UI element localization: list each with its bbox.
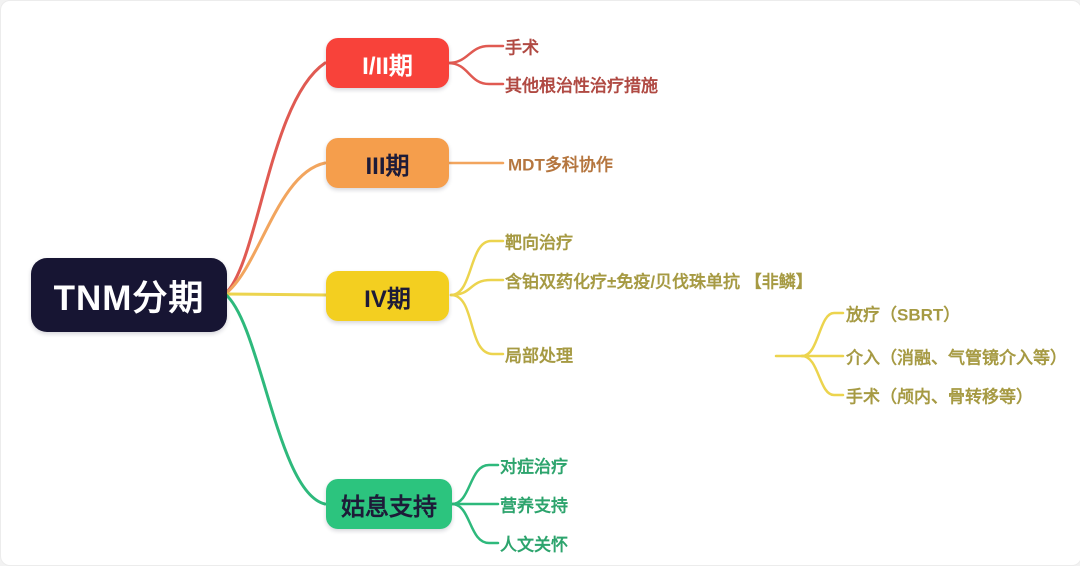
branch-node-palliative-support: 姑息支持	[326, 479, 452, 529]
edge-root-to-stage4	[223, 292, 329, 297]
leaf-local-treatment: 局部处理	[505, 346, 573, 366]
edge-stage12-to-surgery	[446, 44, 505, 65]
edge-stage4-to-local	[449, 293, 505, 356]
leaf-surgery-metastasis: 手术（颅内、骨转移等）	[846, 387, 1033, 407]
branch-node-stage-4: IV期	[326, 271, 449, 321]
edge-palliative-to-symptomatic	[450, 463, 500, 506]
edge-local-to-radiotherapy	[800, 311, 845, 358]
leaf-humanistic-care: 人文关怀	[500, 535, 568, 555]
leaf-radiotherapy-sbrt: 放疗（SBRT）	[846, 305, 961, 325]
leaf-intervention-ablation: 介入（消融、气管镜介入等）	[846, 348, 1067, 368]
leaf-mdt-collaboration: MDT多科协作	[508, 155, 613, 175]
leaf-other-radical-treatment: 其他根治性治疗措施	[505, 76, 658, 96]
leaf-targeted-therapy: 靶向治疗	[505, 233, 573, 253]
edge-root-to-stage12	[223, 61, 327, 296]
leaf-symptomatic-treatment: 对症治疗	[500, 457, 568, 477]
edge-stage4-to-chemo	[449, 278, 505, 297]
leaf-nutrition-support: 营养支持	[500, 496, 568, 516]
edge-stage4-to-targeted	[449, 239, 505, 297]
branch-node-stage-3: III期	[326, 138, 449, 188]
root-node-tnm-staging: TNM分期	[31, 258, 227, 332]
leaf-surgery: 手术	[505, 38, 539, 58]
edge-root-to-palliative	[223, 292, 327, 506]
edge-palliative-to-humanistic	[450, 502, 500, 545]
edge-stage12-to-other	[446, 61, 505, 86]
leaf-platinum-chemo-immuno: 含铂双药化疗±免疫/贝伐珠单抗 【非鳞】	[505, 272, 813, 292]
edge-local-to-surgery	[800, 354, 845, 397]
edge-root-to-stage3	[223, 161, 327, 296]
branch-node-stage-1-2: I/II期	[326, 38, 449, 88]
